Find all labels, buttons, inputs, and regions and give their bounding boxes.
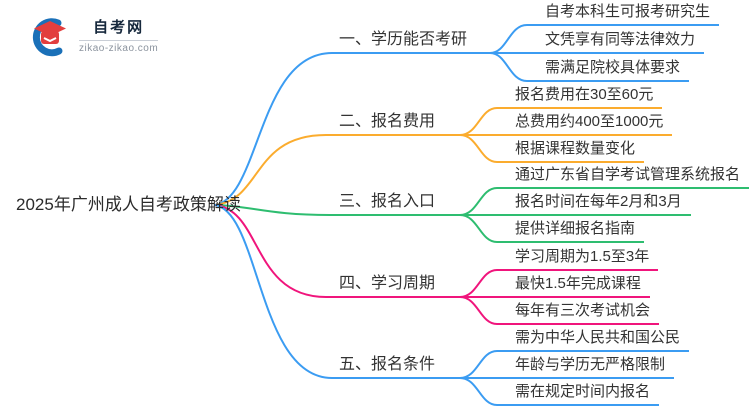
leaf-node: 提供详细报名指南 <box>497 219 645 243</box>
logo-cap-base-shape <box>41 31 59 44</box>
leaf-node: 需在规定时间内报名 <box>497 382 660 406</box>
mindmap-root-title: 2025年广州成人自考政策解读 <box>16 195 241 214</box>
branch-4-lines <box>214 204 498 325</box>
logo-text-block: 自考网 zikao-zikao.com <box>79 19 159 55</box>
leaf-node: 根据课程数量变化 <box>497 139 645 163</box>
leaf-node: 报名时间在每年2月和3月 <box>497 192 691 216</box>
logo-site-name: 自考网 <box>93 19 145 36</box>
leaf-node: 文凭享有同等法律效力 <box>527 30 705 54</box>
leaf-node: 报名费用在30至60元 <box>497 85 663 109</box>
branch-5-lines <box>214 204 498 406</box>
branch-4-label: 四、学习周期 <box>339 275 436 292</box>
branch-1-label: 一、学历能否考研 <box>339 31 468 48</box>
logo: 自考网 zikao-zikao.com <box>28 15 159 59</box>
leaf-node: 自考本科生可报考研究生 <box>527 2 720 26</box>
branch-5-label: 五、报名条件 <box>339 356 436 373</box>
logo-cap-chevron-shape <box>43 37 57 43</box>
leaf-node: 学习周期为1.5至3年 <box>497 247 659 271</box>
branch-3-label: 三、报名入口 <box>339 193 436 210</box>
leaf-node: 年龄与学历无严格限制 <box>497 355 675 379</box>
logo-cap-board-shape <box>34 21 66 36</box>
leaf-node: 最快1.5年完成课程 <box>497 274 650 298</box>
branch-3-lines <box>214 187 498 243</box>
leaf-node: 需为中华人民共和国公民 <box>497 328 690 352</box>
leaf-node: 总费用约400至1000元 <box>497 112 673 136</box>
logo-domain: zikao-zikao.com <box>79 43 159 54</box>
logo-graduation-cap-icon <box>32 18 66 57</box>
branch-1-lines <box>214 24 528 206</box>
leaf-node: 通过广东省自学考试管理系统报名 <box>497 165 750 189</box>
logo-divider <box>79 40 159 41</box>
leaf-node: 每年有三次考试机会 <box>497 301 660 325</box>
branch-2-lines <box>214 107 498 206</box>
branch-2-label: 二、报名费用 <box>339 113 436 130</box>
leaf-node: 需满足院校具体要求 <box>527 58 690 82</box>
